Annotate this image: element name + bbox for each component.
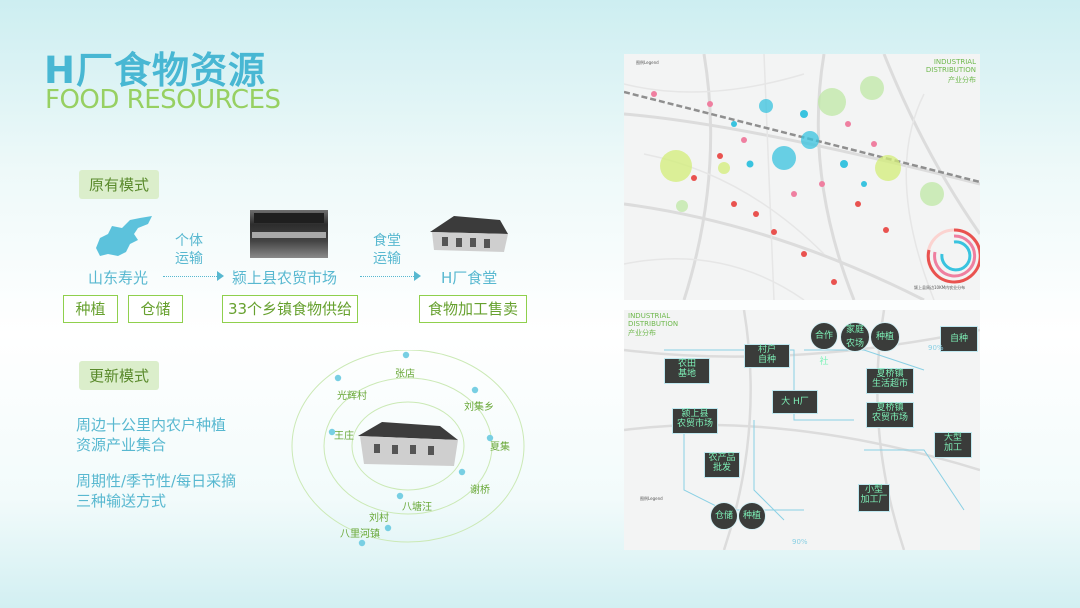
page-subtitle: FOOD RESOURCES	[45, 85, 281, 115]
node-store: 夏桥镇 农贸市场	[866, 402, 914, 428]
node-farm: 家庭 农场	[840, 322, 870, 352]
village-xiaji: 夏集	[490, 442, 510, 453]
node-fields: 农田 基地	[664, 358, 710, 384]
village-batangwang: 八塘汪	[402, 502, 432, 513]
updated-mode-tag: 更新模式	[79, 361, 160, 390]
box-planting: 种植	[63, 295, 118, 323]
node-market-map: 颍上县 农贸市场	[672, 408, 718, 434]
village-rings-diagram	[291, 350, 525, 547]
node-shandong: 山东寿光	[88, 269, 149, 287]
node-factory: 小型 加工厂	[858, 484, 890, 512]
shandong-map-icon	[96, 216, 152, 256]
arrow2-head-icon	[414, 271, 421, 281]
updated-text-1: 周边十公里内农户种植 资源产业集合	[76, 416, 227, 454]
original-mode-tag: 原有模式	[79, 170, 160, 199]
village-guanghui: 光辉村	[337, 391, 367, 402]
box-processing-sale: 食物加工售卖	[419, 295, 527, 323]
map2-pct-bottom: 90%	[792, 538, 808, 546]
map2-title-en: INDUSTRIAL DISTRIBUTION	[628, 312, 679, 328]
arrow2-label: 食堂 运输	[373, 233, 401, 267]
canteen-building-icon	[430, 216, 508, 252]
node-storage: 仓储	[710, 502, 738, 530]
map2-title-cn: 产业分布	[628, 329, 656, 337]
map1-title-cn: 产业分布	[948, 76, 976, 84]
map2-legend: 图例Legend	[640, 496, 663, 501]
node-planting: 种植	[738, 502, 766, 530]
updated-text-2: 周期性/季节性/每日采摘 三种输送方式	[76, 472, 237, 510]
node-village: 村户 自种	[744, 344, 790, 368]
box-storage: 仓储	[128, 295, 183, 323]
map1-donut-caption: 颍上县周边10KM内农业分布	[914, 285, 966, 290]
arrow1-head-icon	[217, 271, 224, 281]
village-liucun: 刘村	[369, 513, 389, 524]
village-balihe: 八里河镇	[340, 529, 380, 540]
node-bigtech: 大型 加工	[934, 432, 972, 458]
map1-title-en: INDUSTRIAL DISTRIBUTION	[925, 58, 976, 74]
village-zhangdian: 张店	[395, 369, 415, 380]
node-self: 自种	[940, 326, 978, 352]
industrial-distribution-map: INDUSTRIAL DISTRIBUTION 产业分布 图例Legend 颍上…	[624, 54, 980, 300]
box-township-supply: 33个乡镇食物供给	[222, 295, 358, 323]
node-supermarket: 夏桥镇 生活超市	[866, 368, 914, 394]
arrow2-line	[360, 276, 418, 277]
arrow1-line	[163, 276, 221, 277]
node-hfactory: 大 H厂	[772, 390, 818, 414]
supply-network-map: INDUSTRIAL DISTRIBUTION 产业分布 农田 基地 村户 自种…	[624, 310, 980, 550]
market-photo	[250, 210, 328, 258]
arrow1-label: 个体 运输	[175, 233, 203, 267]
node-planting-top: 种植	[870, 322, 900, 352]
map1-legend: 图例Legend	[636, 60, 659, 65]
page-title: H厂食物资源	[44, 49, 266, 92]
node-market: 颍上县农贸市场	[232, 269, 338, 287]
village-xieqiao: 谢桥	[470, 485, 490, 496]
map2-pct-top: 90%	[928, 344, 944, 352]
node-wholesale: 农产品 批发	[704, 452, 740, 478]
node-cooperative: 合作社	[810, 322, 838, 367]
market-awning	[252, 232, 326, 238]
village-liuji: 刘集乡	[464, 402, 494, 413]
village-wangzhuang: 王庄	[334, 431, 354, 442]
node-canteen: H厂食堂	[441, 269, 498, 287]
map-roads	[624, 54, 980, 300]
market-sign	[254, 213, 324, 223]
